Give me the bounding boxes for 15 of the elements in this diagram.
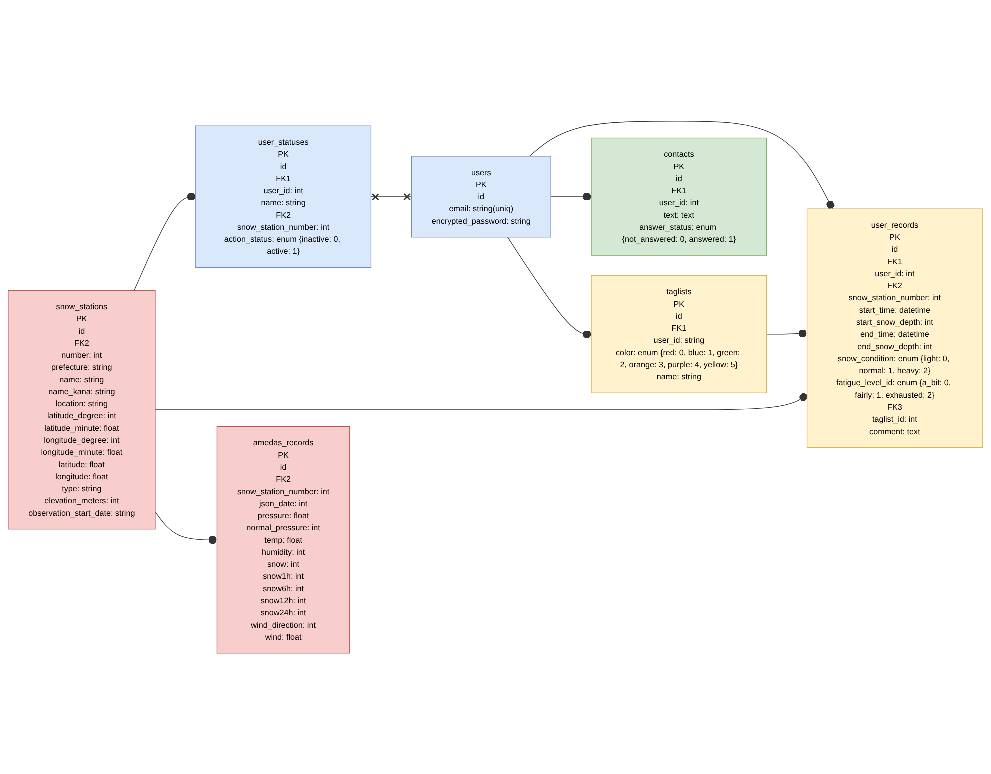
node-box: user_records PK id FK1 user_id: int FK2 snow_station_number: int start_time: datetime start_snow_depth: int end_time: datetime end_snow_depth: int snow_condition: enum {light: 0, normal: 1, heavy: 2} fatigue_level_id: enum {a_bit: 0, fairly: 1, exhausted: 2} FK3 taglist_id: int comment: text [806, 208, 983, 448]
connector [550, 192, 592, 201]
node-box: contacts PK id FK1 user_id: int text: text answer_status: enum {not_answered: 0, answered: 1} [591, 138, 768, 256]
node-box: taglists PK id FK1 user_id: string color: enum {red: 0, blue: 1, green: 2, orange: 3, purple: 4, yellow: 5} name: string [591, 275, 768, 394]
node-box: user_statuses PK id FK1 user_id: int name: string FK2 snow_station_number: int action_status: enum {inactive: 0, active: 1} [196, 125, 372, 268]
node-box: users PK id email: string(uniq) encrypted_password: string [411, 156, 552, 238]
connector [370, 193, 412, 200]
connector [155, 392, 808, 410]
connector [155, 511, 218, 544]
connector [134, 192, 196, 291]
connector [766, 329, 808, 338]
connector [529, 120, 835, 209]
node-box: amedas_records PK id FK2 snow_station_number: int json_date: int pressure: float normal_pressure: int temp: float humidity: int snow: int snow1h: int snow6h: int snow12h: int snow24h: int wind_direction: int wind: float [216, 426, 350, 654]
connector [507, 236, 592, 338]
node-box: snow_stations PK id FK2 number: int prefecture: string name: string name_kana: string location: string latitude_degree: int latitude_minute: float longitude_degree: int longitude_minute: float latitude: float longitude: float type: string elevation_meters: int observation_start_date: string [8, 290, 156, 530]
